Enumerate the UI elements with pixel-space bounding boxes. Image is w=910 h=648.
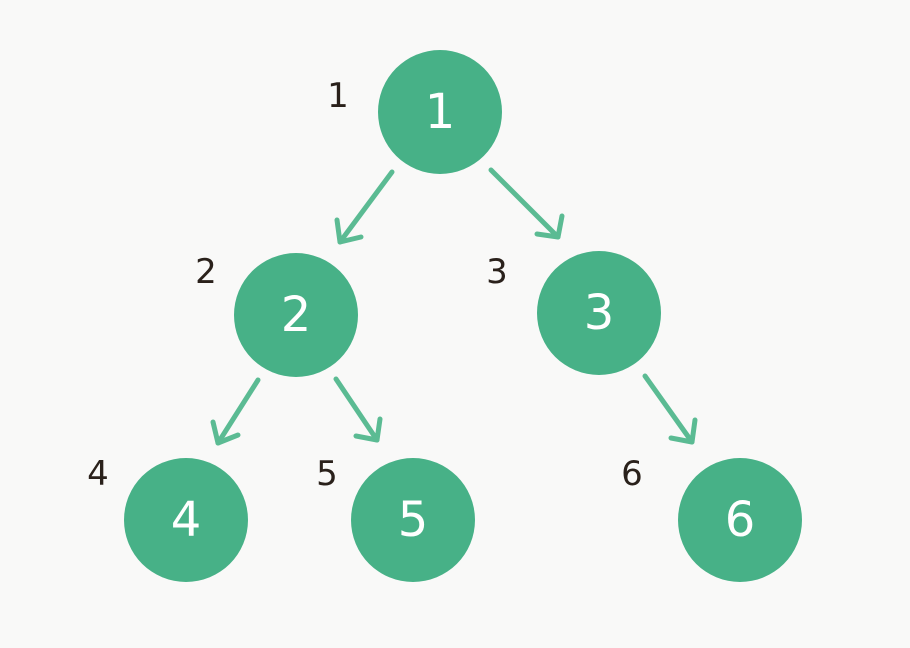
order-label-4: 4 (87, 454, 109, 494)
node-value-4: 4 (171, 492, 202, 548)
node-value-5: 5 (398, 492, 429, 548)
node-value-6: 6 (725, 492, 756, 548)
order-label-3: 3 (486, 252, 508, 292)
tree-node-1: 1 (378, 50, 502, 174)
node-value-2: 2 (281, 287, 312, 343)
tree-node-6: 6 (678, 458, 802, 582)
node-circle-6 (678, 458, 802, 582)
tree-node-4: 4 (124, 458, 248, 582)
node-circle-5 (351, 458, 475, 582)
edge-1-3 (488, 167, 565, 240)
edge-3-6-arrowhead (668, 417, 698, 445)
edge-1-2-arrowhead (334, 217, 364, 245)
edge-1-3-arrowhead (534, 213, 565, 240)
edge-2-4-line (215, 377, 261, 446)
edge-3-6 (642, 373, 698, 445)
node-value-3: 3 (584, 285, 615, 341)
node-circle-4 (124, 458, 248, 582)
order-label-5: 5 (316, 454, 338, 494)
order-label-1: 1 (327, 76, 349, 116)
edge-2-5 (333, 376, 383, 443)
edge-1-2-line (337, 169, 395, 245)
tree-node-5: 5 (351, 458, 475, 582)
edge-2-4 (210, 377, 261, 446)
tree-node-2: 2 (234, 253, 358, 377)
node-value-1: 1 (425, 84, 456, 140)
edge-1-2 (334, 169, 395, 245)
edge-3-6-line (642, 373, 695, 445)
edge-2-4-arrowhead (210, 419, 241, 446)
node-circle-2 (234, 253, 358, 377)
tree-node-3: 3 (537, 251, 661, 375)
edge-2-5-line (333, 376, 380, 443)
edge-2-5-arrowhead (353, 416, 383, 443)
node-circle-3 (537, 251, 661, 375)
node-circle-1 (378, 50, 502, 174)
order-label-6: 6 (621, 454, 643, 494)
order-label-2: 2 (195, 252, 217, 292)
edge-1-3-line (488, 167, 561, 240)
